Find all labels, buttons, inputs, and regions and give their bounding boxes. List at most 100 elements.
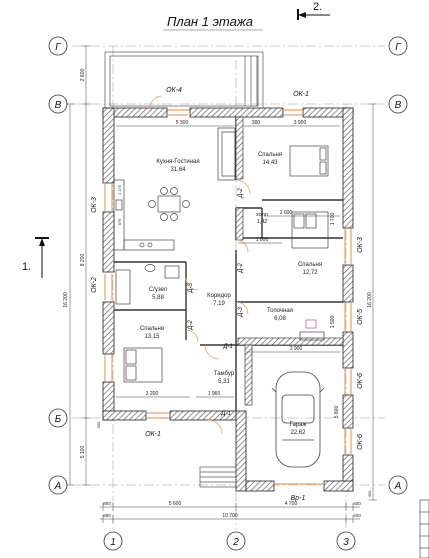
interior-dimension-texts: 5 300 300 3 900 2 600 1 800 1 700 1 500 … [117,120,340,418]
dim-text: 2 600 [280,210,293,216]
plan-title: План 1 этажа [167,14,253,29]
dim-text: 400 [367,490,372,497]
room-area: 7,19 [213,301,225,307]
axis-bubbles-left: Г В Б А [48,36,68,495]
section-label-left: 1. [22,261,31,273]
window-label: ОК-6 [357,373,364,389]
right-dimension-lines [369,103,377,501]
room-name: Спальня [140,326,164,332]
door-labels: Д-2 Д-2 Д-3 Д-3 Д-2 Д-1 Д-1 [188,188,244,417]
dim-text: 16 200 [367,292,373,308]
room-name: Спальня [258,152,282,158]
door-label: Д-2 [238,263,244,274]
room-name: С/узел [149,287,168,293]
dining-table [148,187,190,221]
bed-bedroom-1 [289,145,329,177]
room-area: 14,43 [262,160,278,166]
bed-bedroom-3 [123,347,163,383]
axis-bubbles-right: Г В А [388,36,408,495]
window-label: ОК-3 [91,197,98,213]
room-area: 13,15 [144,334,160,340]
door-label: Д-1 [222,344,233,350]
room-area: 5,31 [218,379,230,385]
room-name: холл [256,212,268,218]
door-label: Д-1 [220,411,231,417]
axis-2: 2 [232,537,239,548]
dim-text: 8 200 [80,254,86,267]
axis-1: 1 [110,537,116,548]
dim-text: 300 [252,120,261,126]
axis-g-left: Г [55,42,62,53]
room-name: Кухня-Гостиная [156,159,199,165]
axis-3: 3 [343,537,349,548]
right-dimension-texts: 16 200 400 [367,292,373,497]
dim-text: 3 200 [146,391,159,397]
door-label: Д-3 [188,283,194,294]
stamp-fragment [419,499,429,558]
window-label: ОК-1 [145,431,161,438]
axis-a-left: А [54,481,62,492]
dim-text: 1 800 [256,237,269,243]
dim-text: 3 900 [290,346,303,352]
dim-text: 400 [353,513,361,518]
dim-text: 800 [103,501,111,506]
section-marker-top: 2. [297,1,330,20]
axis-g-right: Г [395,42,402,53]
dim-text: 2 600 [80,69,86,82]
dim-text: 500 [96,421,101,428]
door-label: Д-2 [188,320,194,331]
dim-text: 3 900 [294,120,307,126]
terrace [104,51,264,111]
bathroom-fixtures [115,264,180,305]
dim-text: 5 300 [176,120,189,126]
left-dimension-texts: 2 600 8 200 5 100 16 200 500 [63,69,101,459]
room-name: Тамбур [214,371,235,377]
sofa [217,127,236,181]
section-label-top: 2. [313,1,322,13]
room-name: Спальня [298,262,322,268]
dim-text: 1 500 [330,316,336,329]
dim-text: 10 700 [222,513,238,519]
dim-text: 4 700 [285,501,298,507]
gate-label: Вр-1 [291,495,306,502]
room-area: 12,72 [302,270,318,276]
window-label: ОК-4 [166,87,182,94]
dim-text: 1 700 [330,213,336,226]
window-label: ОК-2 [91,277,98,293]
window-labels: ОК-4 ОК-1 ОК-3 ОК-2 ОК-3 ОК-5 ОК-6 ОК-6 … [91,87,364,502]
dim-text: 16 200 [63,292,69,308]
door-swings [149,95,251,435]
dim-text: 5 600 [169,501,182,507]
bed-bedroom-2 [291,211,329,249]
section-marker-left: 1. [22,237,49,278]
interior-dimensions [116,125,340,398]
dim-text: 800 [103,513,111,518]
window-label: ОК-1 [293,91,309,98]
left-dimension-lines [66,45,90,486]
bottom-dimension-lines [100,503,360,523]
interior-walls-hatched [235,116,344,406]
window-openings [104,109,352,485]
dim-text: 1 175 [117,184,122,195]
room-area: 5,88 [152,295,164,301]
room-name: Топочная [267,308,293,314]
room-area: 31,64 [170,167,186,173]
room-area: 22,62 [290,430,306,436]
garage-car [271,371,325,468]
dim-text: 975 [117,218,122,225]
dim-text: 400 [353,501,361,506]
dim-text: 5 100 [80,446,86,459]
window-label: ОК-3 [357,237,364,253]
axis-a-right: А [394,481,402,492]
exterior-walls [102,107,354,492]
axis-v-right: В [395,100,402,111]
room-name: Гараж [290,422,307,428]
room-area: 6,08 [274,316,286,322]
window-label: ОК-5 [357,309,364,325]
door-label: Д-2 [238,188,244,199]
axis-bubbles-bottom: 1 2 3 [103,531,356,551]
door-label: Д-3 [238,307,244,318]
room-labels: Кухня-Гостиная 31,64 Спальня 14,43 холл … [140,152,322,436]
dim-text: 5 800 [334,406,340,419]
